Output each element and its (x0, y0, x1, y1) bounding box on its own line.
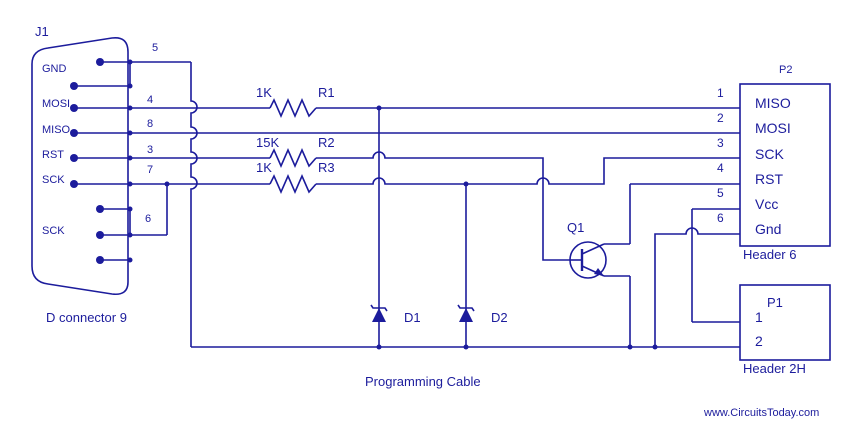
resistor-r3 (269, 174, 317, 194)
pin-number-4: 4 (147, 94, 153, 106)
resistor-r1 (269, 98, 317, 118)
resistor-r2 (269, 148, 317, 168)
header6-pin-num: 5 (717, 186, 724, 200)
pin-number-6: 6 (145, 213, 151, 225)
r2-value: 15K (256, 135, 279, 150)
header6-pin-name: RST (755, 171, 783, 187)
header-2h-box (739, 284, 831, 361)
header6-pin-num: 2 (717, 111, 724, 125)
header6-pin-name: MISO (755, 95, 791, 111)
diagram-title: Programming Cable (365, 374, 481, 389)
d1-label: D1 (404, 310, 421, 325)
q1-label: Q1 (567, 220, 584, 235)
connector-label-rst: RST (42, 149, 64, 161)
pin-number-5: 5 (152, 42, 158, 54)
website-credit: www.CircuitsToday.com (703, 407, 819, 419)
connector-label-sck2: SCK (42, 225, 65, 237)
r1-value: 1K (256, 85, 272, 100)
d2-label: D2 (491, 310, 508, 325)
header6-pin-name: Gnd (755, 221, 781, 237)
header6-pin-num: 4 (717, 161, 724, 175)
diode-d2 (459, 308, 473, 322)
pin-number-7: 7 (147, 164, 153, 176)
r3-ref: R3 (318, 160, 335, 175)
pin-number-3: 3 (147, 144, 153, 156)
header6-caption: Header 6 (743, 247, 796, 262)
pin-number-8: 8 (147, 118, 153, 130)
header2-pin-1: 1 (755, 309, 763, 325)
connector-label-miso: MISO (42, 124, 71, 136)
connector-caption: D connector 9 (46, 310, 127, 325)
header2-caption: Header 2H (743, 361, 806, 376)
header6-pin-name: MOSI (755, 120, 791, 136)
connector-ref: J1 (35, 24, 49, 39)
diode-d1 (372, 308, 386, 322)
connector-label-sck: SCK (42, 174, 65, 186)
d-connector-body (31, 36, 129, 296)
header6-pin-num: 6 (717, 211, 724, 225)
header6-pin-name: Vcc (755, 196, 778, 212)
r2-ref: R2 (318, 135, 335, 150)
r1-ref: R1 (318, 85, 335, 100)
header6-pin-num: 1 (717, 86, 724, 100)
connector-label-gnd: GND (42, 63, 67, 75)
r3-value: 1K (256, 160, 272, 175)
header-6-box (739, 83, 831, 247)
connector-label-mosi: MOSI (42, 98, 70, 110)
header6-pin-name: SCK (755, 146, 784, 162)
header2-ref: P1 (767, 295, 783, 310)
header6-ref: P2 (779, 64, 792, 76)
header6-pin-num: 3 (717, 136, 724, 150)
header2-pin-2: 2 (755, 333, 763, 349)
